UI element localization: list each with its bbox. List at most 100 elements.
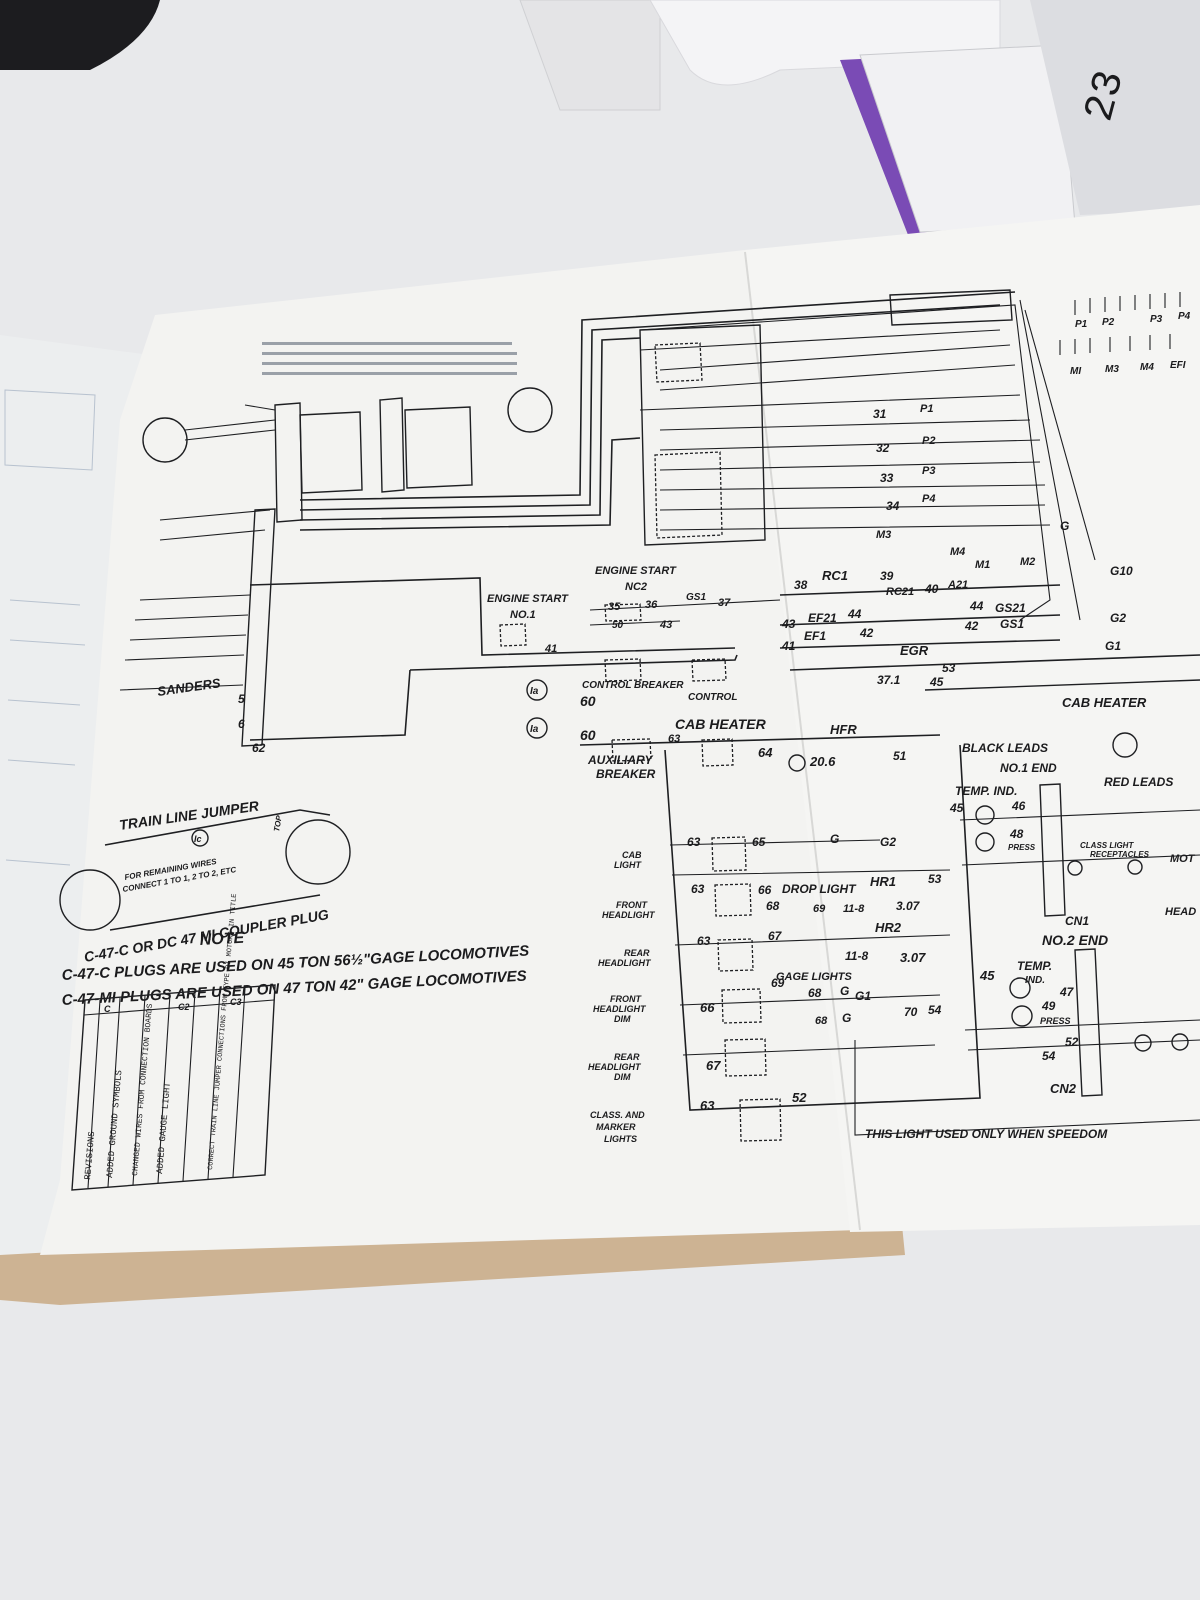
- svg-text:G: G: [1060, 519, 1069, 533]
- svg-text:REAR: REAR: [624, 948, 650, 958]
- svg-text:66: 66: [758, 883, 772, 897]
- svg-text:52: 52: [1065, 1035, 1079, 1049]
- light-label: CAB LIGHT: [614, 850, 642, 870]
- svg-text:Ia: Ia: [530, 686, 539, 697]
- svg-text:HR2: HR2: [875, 920, 902, 935]
- svg-text:C3: C3: [230, 997, 242, 1007]
- svg-text:70: 70: [904, 1005, 918, 1019]
- svg-text:46: 46: [1011, 799, 1026, 813]
- svg-text:M2: M2: [1020, 556, 1035, 568]
- engine-start-nc2-label: ENGINE START: [595, 565, 677, 577]
- note-title: NOTE: [199, 930, 246, 949]
- light-label: FRONT HEADLIGHT DIM: [593, 994, 647, 1024]
- svg-text:P1: P1: [1075, 319, 1088, 330]
- svg-text:RC21: RC21: [886, 586, 914, 598]
- svg-text:11-8: 11-8: [843, 903, 865, 915]
- svg-text:CONTROL: CONTROL: [688, 692, 737, 703]
- svg-text:45: 45: [979, 968, 995, 983]
- svg-text:38: 38: [794, 578, 808, 592]
- svg-text:64: 64: [758, 745, 773, 760]
- svg-text:BLACK LEADS: BLACK LEADS: [962, 741, 1048, 755]
- svg-text:M3: M3: [1105, 364, 1119, 375]
- svg-text:41: 41: [781, 639, 796, 653]
- svg-text:M1: M1: [975, 559, 990, 571]
- svg-text:P4: P4: [922, 493, 935, 505]
- svg-text:42: 42: [859, 626, 874, 640]
- svg-text:63: 63: [700, 1098, 715, 1113]
- svg-text:P2: P2: [922, 435, 935, 447]
- svg-text:63: 63: [697, 934, 711, 948]
- faint-header-notes: [262, 342, 517, 375]
- svg-text:HEADLIGHT: HEADLIGHT: [593, 1004, 647, 1014]
- svg-text:52: 52: [792, 1090, 807, 1105]
- svg-text:41: 41: [544, 643, 557, 655]
- svg-text:5: 5: [238, 692, 245, 706]
- svg-text:FRONT: FRONT: [616, 900, 648, 910]
- svg-text:CLASS. AND: CLASS. AND: [590, 1110, 645, 1120]
- svg-text:EGR: EGR: [900, 643, 929, 658]
- svg-text:68: 68: [815, 1015, 828, 1027]
- svg-text:69: 69: [813, 903, 826, 915]
- svg-text:HEAD: HEAD: [1165, 906, 1196, 918]
- svg-text:11-8: 11-8: [845, 949, 868, 963]
- svg-text:G: G: [840, 984, 849, 998]
- plastic-clamp: [519, 0, 661, 111]
- page-fold: [744, 251, 861, 1231]
- svg-text:IND.: IND.: [1025, 975, 1045, 986]
- left-page-faint-diagram: [4, 389, 96, 866]
- svg-text:50: 50: [612, 620, 624, 631]
- svg-text:C2: C2: [178, 1002, 190, 1012]
- svg-text:TOP: TOP: [272, 814, 284, 832]
- svg-text:BREAKER: BREAKER: [596, 767, 656, 781]
- svg-text:37: 37: [718, 597, 731, 609]
- no2-end-label: NO.2 END: [1042, 932, 1108, 948]
- svg-text:42: 42: [964, 619, 979, 633]
- engine-start-no1-label: ENGINE START: [487, 593, 569, 605]
- svg-text:REAR: REAR: [614, 1052, 640, 1062]
- svg-text:53: 53: [928, 872, 942, 886]
- svg-text:P3: P3: [1150, 314, 1163, 325]
- svg-text:LIGHTS: LIGHTS: [604, 1134, 637, 1144]
- diagram-page-left: [40, 250, 860, 1255]
- svg-text:67: 67: [706, 1058, 721, 1073]
- svg-text:C: C: [104, 1004, 111, 1014]
- svg-text:HFR: HFR: [830, 722, 857, 737]
- svg-text:RECEPTACLES: RECEPTACLES: [1090, 850, 1150, 859]
- svg-text:HR1: HR1: [870, 874, 896, 889]
- svg-text:G2: G2: [1110, 611, 1126, 625]
- svg-text:FRONT: FRONT: [610, 994, 642, 1004]
- svg-text:45: 45: [929, 675, 944, 689]
- svg-text:RC1: RC1: [822, 568, 848, 583]
- svg-text:CN2: CN2: [1050, 1081, 1077, 1096]
- control-breaker-section: Ia Ia CONTROL BREAKER CONTROL 60 60 CAB …: [249, 643, 1200, 781]
- light-label: REAR HEADLIGHT: [598, 948, 652, 968]
- svg-text:32: 32: [876, 441, 890, 455]
- svg-text:33: 33: [880, 471, 894, 485]
- diagram-page-right: [745, 205, 1200, 1232]
- light-label: CLASS. AND MARKER LIGHTS: [590, 1110, 645, 1144]
- svg-text:43: 43: [659, 619, 672, 631]
- upper-numbers: 31 32 33 34 P1 P2 P3 P4 M3 M4 M1 M2 G G1…: [873, 403, 1133, 653]
- svg-text:3.07: 3.07: [896, 899, 921, 913]
- engine-start-section: ENGINE START NC2 ENGINE START NO.1 35 36…: [249, 565, 1061, 656]
- svg-text:GS21: GS21: [995, 601, 1026, 615]
- svg-text:EF1: EF1: [804, 629, 826, 643]
- svg-text:44: 44: [969, 599, 984, 613]
- svg-text:48: 48: [1009, 827, 1024, 841]
- svg-text:DIM: DIM: [614, 1072, 631, 1082]
- light-label: FRONT HEADLIGHT: [602, 900, 656, 920]
- svg-text:NO.1 END: NO.1 END: [1000, 761, 1057, 775]
- svg-text:34: 34: [886, 499, 900, 513]
- svg-text:GS1: GS1: [1000, 617, 1024, 631]
- svg-text:MARKER: MARKER: [596, 1122, 636, 1132]
- svg-text:AUXILIARY: AUXILIARY: [587, 753, 653, 767]
- svg-text:68: 68: [766, 899, 780, 913]
- svg-text:63: 63: [687, 835, 701, 849]
- svg-text:6: 6: [238, 717, 245, 731]
- svg-text:PRESS: PRESS: [1008, 843, 1036, 852]
- svg-text:PRESS: PRESS: [1040, 1016, 1071, 1026]
- svg-text:40: 40: [924, 582, 939, 596]
- svg-text:66: 66: [700, 1000, 715, 1015]
- svg-text:45: 45: [949, 801, 964, 815]
